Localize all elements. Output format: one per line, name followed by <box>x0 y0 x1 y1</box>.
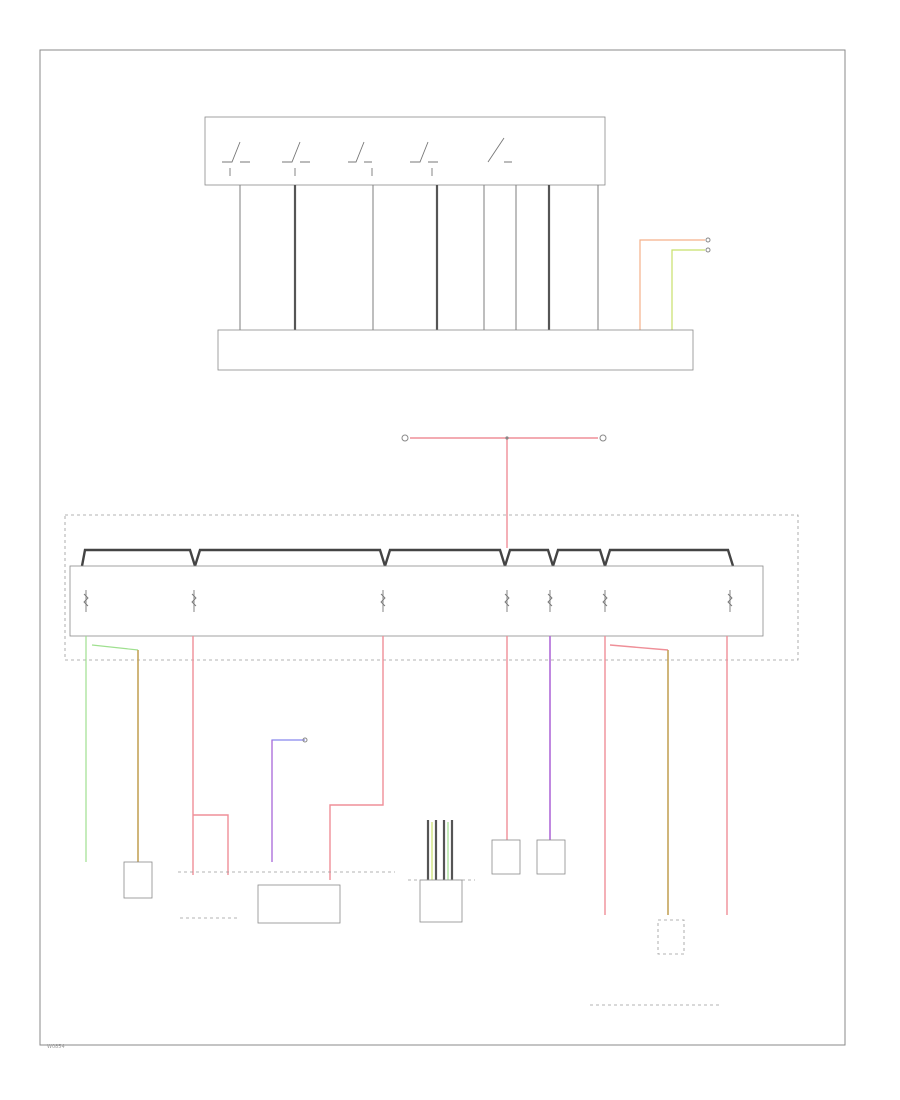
fuse-bus <box>80 548 735 567</box>
power-feed <box>401 434 607 548</box>
sensor-box-4 <box>657 919 685 955</box>
top-wires <box>239 185 599 330</box>
switch-5 <box>487 137 512 163</box>
lower-components <box>123 839 720 1006</box>
switch-4 <box>410 141 438 163</box>
fuses <box>83 590 733 612</box>
top-right-wires <box>639 237 711 330</box>
control-module-2 <box>419 879 463 923</box>
switch-block <box>204 116 606 186</box>
sensor-box-1 <box>123 861 153 899</box>
harness-bundle <box>426 820 454 880</box>
diagram-frame <box>39 49 846 1046</box>
lower-wires <box>85 636 728 915</box>
sensor-box-3 <box>536 839 566 875</box>
switch-1 <box>222 141 250 163</box>
control-module-1 <box>257 884 341 924</box>
switch-2 <box>282 141 310 163</box>
top-connector <box>217 329 694 371</box>
sensor-box-2 <box>491 839 521 875</box>
fuse-block <box>69 565 764 637</box>
footer-code: W0854 <box>47 1044 65 1050</box>
fuse-panel-outline <box>64 514 799 661</box>
switch-3 <box>348 141 372 163</box>
